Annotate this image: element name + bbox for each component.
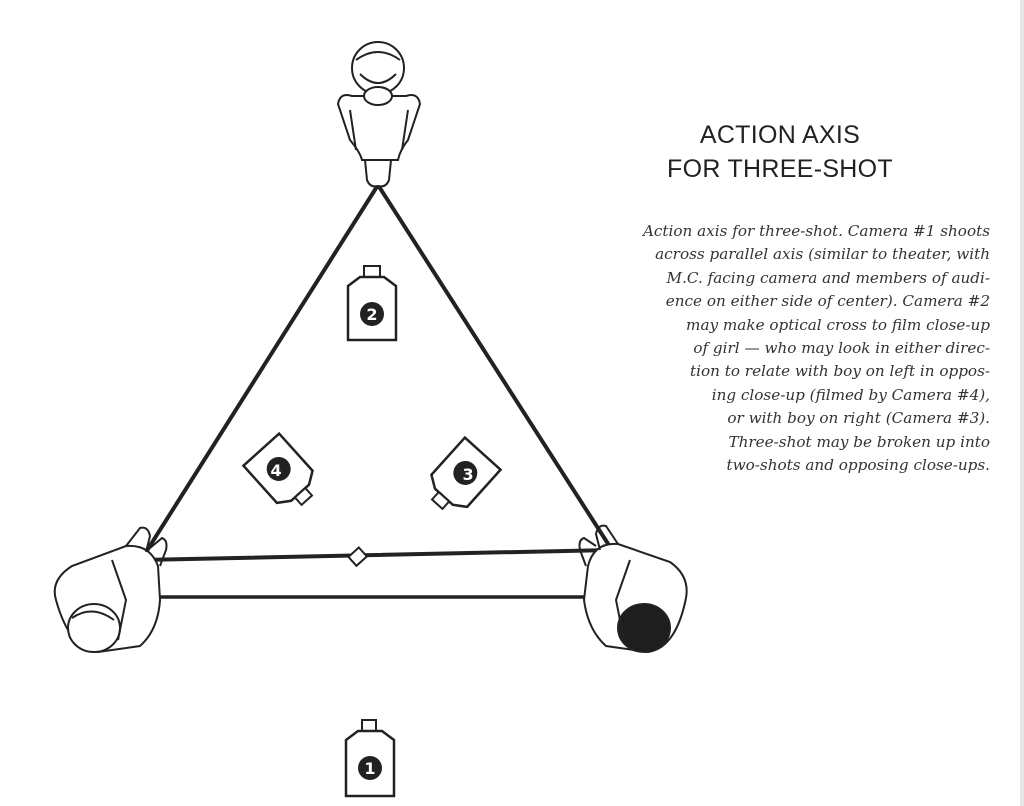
boy-right-figure <box>578 524 688 654</box>
title-line-2: FOR THREE-SHOT <box>667 155 893 183</box>
camera-4-number: 4 <box>270 461 281 480</box>
action-axis-triangle <box>139 183 614 562</box>
camera-3: 3 <box>430 435 503 511</box>
camera-1-number: 1 <box>364 759 375 778</box>
camera-4: 4 <box>241 431 369 568</box>
boy-left-figure <box>53 526 168 654</box>
page-edge <box>1020 0 1024 806</box>
title-line-1: ACTION AXIS <box>699 121 861 149</box>
camera-2: 2 <box>346 265 398 342</box>
caption-line: two-shots and opposing close-ups. <box>726 456 990 475</box>
caption-line: Three-shot may be broken up into <box>728 432 990 451</box>
caption-line: or with boy on right (Camera #3). <box>727 409 990 428</box>
camera-2-number: 2 <box>366 305 377 324</box>
girl-figure <box>336 41 422 188</box>
caption-line: Action axis for three-shot. Camera #1 sh… <box>642 222 990 240</box>
caption-line: across parallel axis (similar to theater… <box>655 245 990 264</box>
caption-line: of girl — who may look in either direc- <box>693 339 990 358</box>
caption-line: tion to relate with boy on left in oppos… <box>690 362 990 381</box>
caption-line: M.C. facing camera and members of audi- <box>666 268 990 287</box>
caption-text: Action axis for three-shot. Camera #1 sh… <box>540 220 990 477</box>
caption-line: ence on either side of center). Camera #… <box>665 292 990 311</box>
camera-3-number: 3 <box>462 465 473 484</box>
caption-line: ing close-up (filmed by Camera #4), <box>711 385 990 404</box>
diagram-title: ACTION AXIS FOR THREE-SHOT <box>600 118 960 186</box>
camera-1: 1 <box>344 719 396 798</box>
caption-line: may make optical cross to film close-up <box>686 315 990 334</box>
